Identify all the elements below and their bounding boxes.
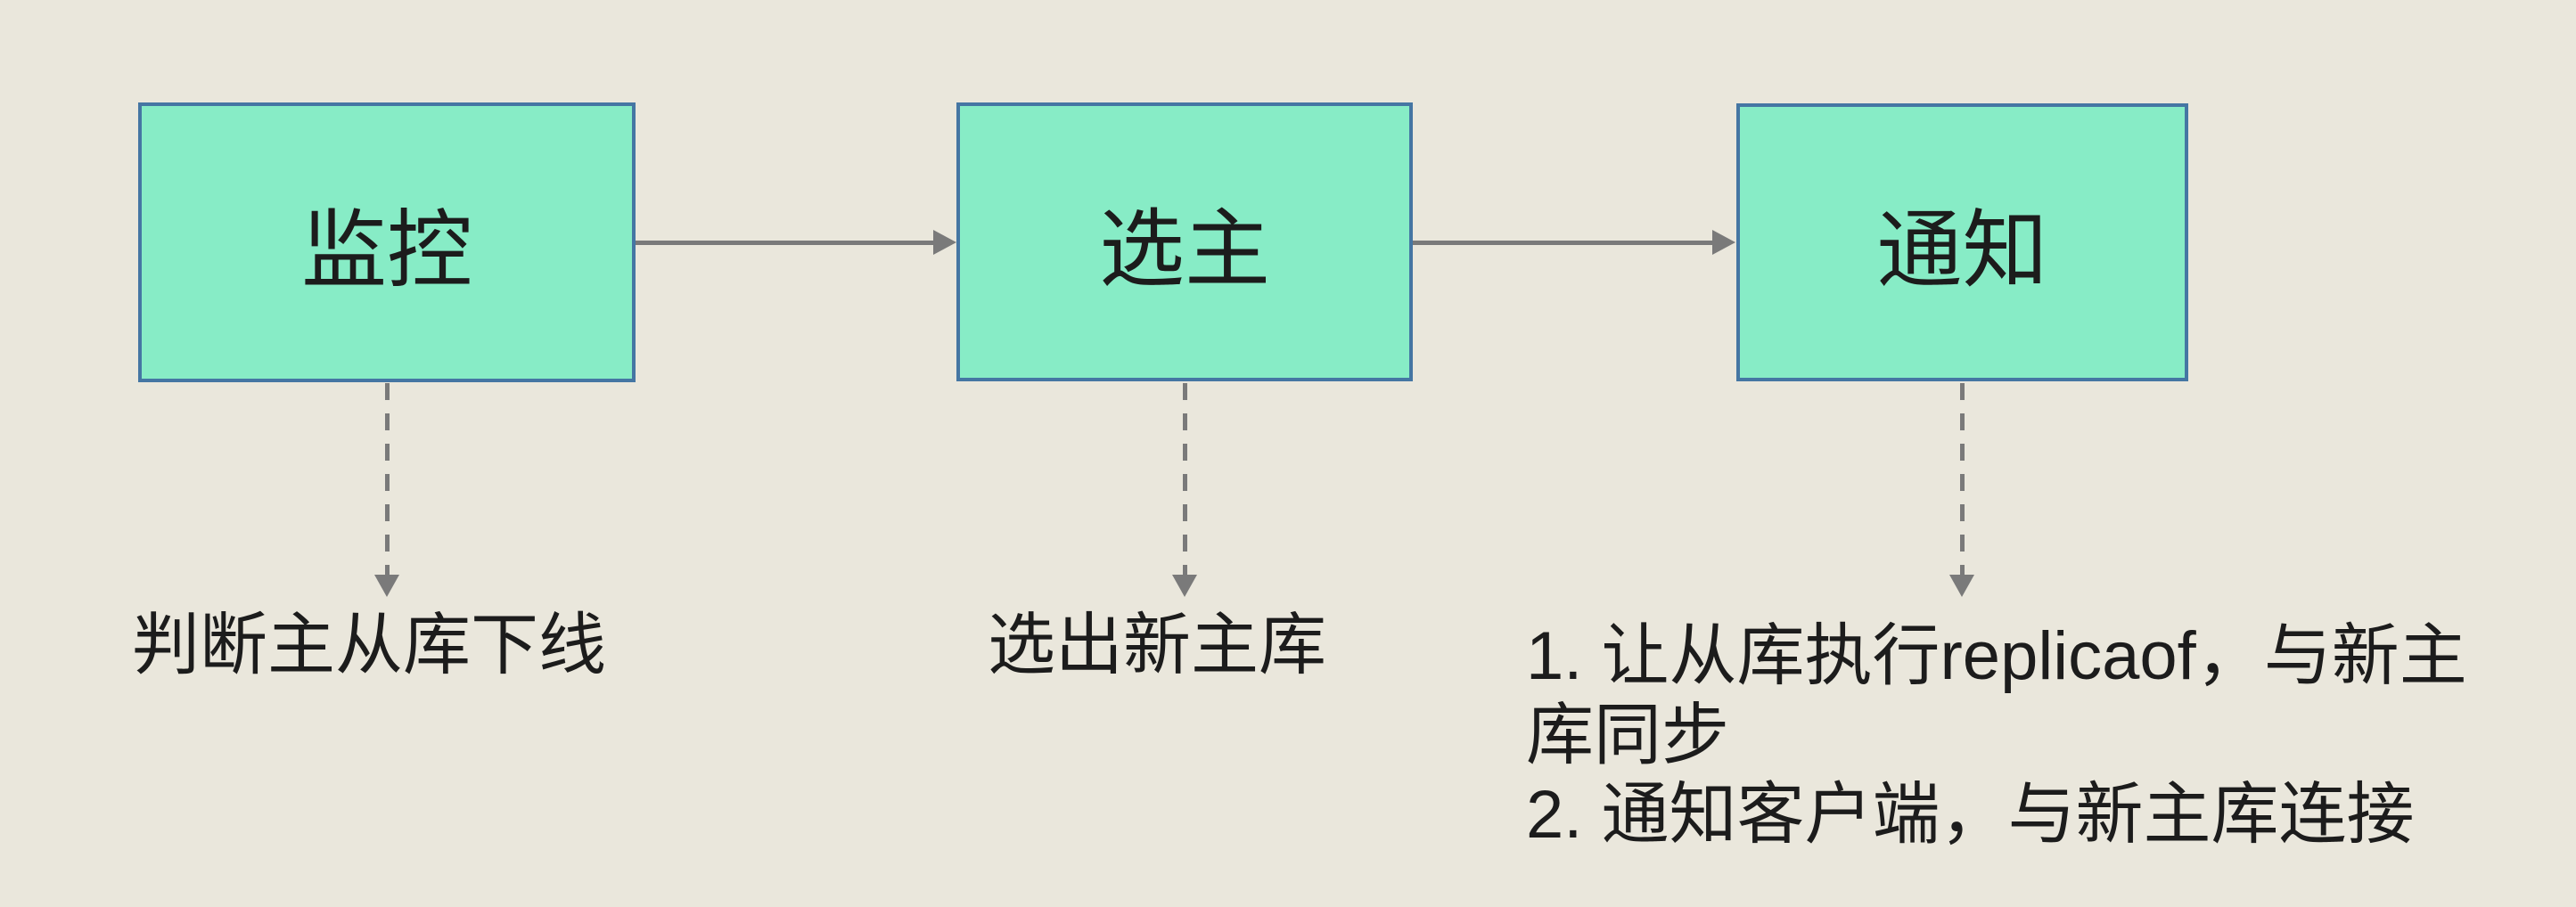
dashed-arrow-monitor-head-icon bbox=[374, 575, 399, 597]
node-elect-leader-label: 选主 bbox=[1099, 202, 1270, 298]
dashed-arrow-elect-head-icon bbox=[1172, 575, 1197, 597]
caption-notify-line-3: 2. 通知客户端，与新主库连接 bbox=[1526, 777, 2415, 853]
dashed-arrow-notify-head-icon bbox=[1949, 575, 1974, 597]
dashed-arrow-monitor-line bbox=[385, 383, 390, 575]
caption-notify-line-2: 库同步 bbox=[1526, 698, 1729, 773]
node-monitor-label: 监控 bbox=[301, 202, 472, 298]
arrow-elect-to-notify-line bbox=[1413, 241, 1712, 245]
caption-notify: 1. 让从库执行replicaof，与新主 库同步 2. 通知客户端，与新主库连… bbox=[1526, 617, 2467, 854]
node-monitor: 监控 bbox=[138, 102, 636, 382]
caption-monitor: 判断主从库下线 bbox=[132, 608, 606, 683]
arrow-monitor-to-elect-head-icon bbox=[933, 230, 956, 255]
node-elect-leader: 选主 bbox=[956, 102, 1413, 381]
caption-elect: 选出新主库 bbox=[988, 608, 1326, 683]
dashed-arrow-notify-line bbox=[1960, 383, 1965, 575]
node-notify: 通知 bbox=[1736, 103, 2188, 381]
arrow-monitor-to-elect-line bbox=[636, 241, 933, 245]
dashed-arrow-elect-line bbox=[1183, 383, 1187, 575]
node-notify-label: 通知 bbox=[1876, 202, 2048, 298]
caption-notify-line-1: 1. 让从库执行replicaof，与新主 bbox=[1526, 618, 2467, 694]
arrow-elect-to-notify-head-icon bbox=[1712, 230, 1735, 255]
